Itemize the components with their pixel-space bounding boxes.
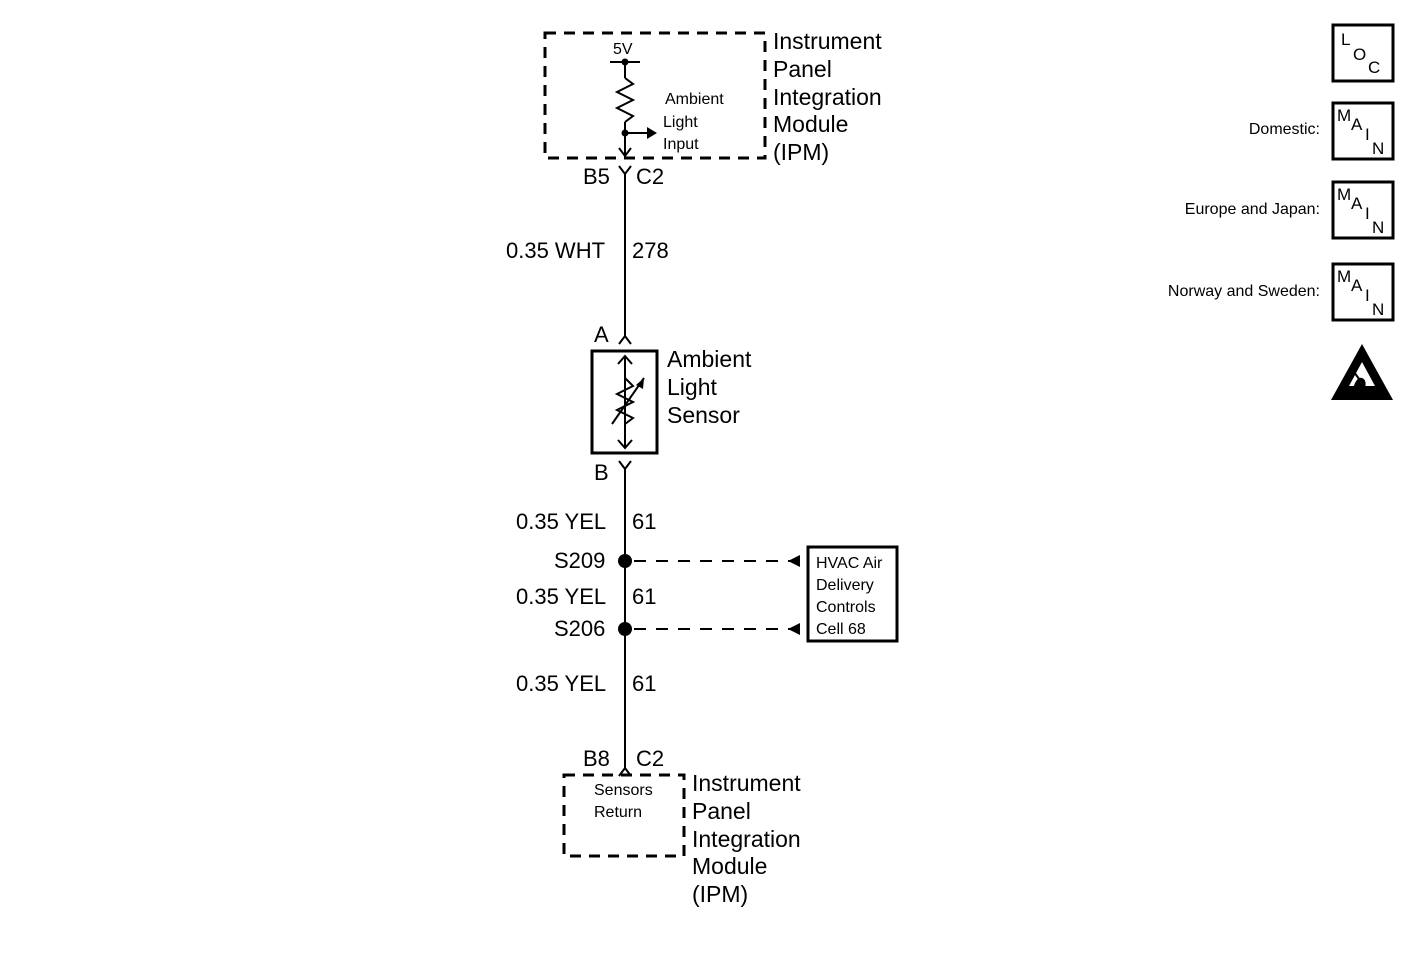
splice-s206-node xyxy=(618,622,632,636)
ambient-light-input-line3: Input xyxy=(663,136,699,153)
wire-61-circuit-3: 61 xyxy=(632,671,656,696)
legend-region-domestic: Domestic: xyxy=(1249,121,1320,138)
ipm-bottom-module: Sensors Return Instrument Panel Integrat… xyxy=(562,770,801,907)
ipm-top-title-line3: Integration xyxy=(773,84,882,110)
main-letter: I xyxy=(1365,204,1370,223)
main-letter: N xyxy=(1372,139,1384,158)
hvac-ref-line1: HVAC Air xyxy=(816,555,883,572)
ipm-bottom-title-line3: Integration xyxy=(692,826,801,852)
ambient-light-input-line2: Light xyxy=(663,114,698,131)
ref-arrow-icon xyxy=(788,623,800,635)
esd-warning-icon xyxy=(1331,344,1393,400)
main-letter: A xyxy=(1351,194,1363,213)
ref-arrow-icon xyxy=(788,555,800,567)
splice-s206: S206 xyxy=(554,616,800,641)
pin-a-label: A xyxy=(594,322,609,347)
wire-278-gauge-color: 0.35 WHT xyxy=(506,238,605,263)
legend-region-norway-sweden: Norway and Sweden: xyxy=(1168,283,1320,300)
wire-61-circuit-2: 61 xyxy=(632,584,656,609)
ambient-light-input-line1: Ambient xyxy=(665,91,724,108)
sensor-title-line3: Sensor xyxy=(667,402,740,428)
ipm-bottom-title-line1: Instrument xyxy=(692,770,801,796)
main-letter: A xyxy=(1351,115,1363,134)
ipm-top-title-line2: Panel xyxy=(773,56,832,82)
main-icon-domestic[interactable]: M A I N xyxy=(1331,101,1395,161)
wire-61-gauge-color-3: 0.35 YEL xyxy=(516,671,606,696)
hvac-ref-line2: Delivery xyxy=(816,577,874,594)
wire-278-circuit: 278 xyxy=(632,238,669,263)
hvac-ref-line4: Cell 68 xyxy=(816,621,866,638)
connector-a-icon xyxy=(618,334,632,345)
wire-61-circuit-1: 61 xyxy=(632,509,656,534)
splice-s209: S209 xyxy=(554,548,800,573)
sensor-box xyxy=(590,349,659,455)
connector-b-icon xyxy=(618,460,632,471)
splice-s209-node xyxy=(618,554,632,568)
pin-b5-label: B5 xyxy=(583,164,610,189)
main-letter: N xyxy=(1372,300,1384,319)
main-letter: M xyxy=(1337,267,1351,286)
ipm-top-box xyxy=(543,31,767,160)
main-icon-norway-sweden[interactable]: M A I N xyxy=(1331,262,1395,322)
main-letter: I xyxy=(1365,286,1370,305)
sensor-title-line2: Light xyxy=(667,374,717,400)
input-arrow-icon xyxy=(647,127,657,139)
legend-region-europe-japan: Europe and Japan: xyxy=(1185,201,1320,218)
sensors-return-line1: Sensors xyxy=(594,782,653,799)
loc-letter: O xyxy=(1353,45,1366,64)
wire-61-gauge-color-1: 0.35 YEL xyxy=(516,509,606,534)
loc-icon[interactable]: L O C xyxy=(1331,23,1395,83)
connector-b5: B5 C2 xyxy=(583,164,664,189)
main-letter: M xyxy=(1337,185,1351,204)
splice-s206-label: S206 xyxy=(554,616,605,641)
connector-c2-top-label: C2 xyxy=(636,164,664,189)
main-icon-europe-japan[interactable]: M A I N xyxy=(1331,180,1395,240)
sensors-return-line2: Return xyxy=(594,804,642,821)
main-letter: A xyxy=(1351,276,1363,295)
loc-letter: L xyxy=(1341,30,1350,49)
ipm-bottom-box xyxy=(562,773,686,858)
connector-fork-icon xyxy=(618,165,632,176)
wire-61-gauge-color-2: 0.35 YEL xyxy=(516,584,606,609)
pullup-resistor xyxy=(614,77,636,123)
ipm-top-title-line4: Module xyxy=(773,111,848,137)
pin-b8-label: B8 xyxy=(583,746,610,771)
ambient-light-sensor: A Ambient Light Sensor B xyxy=(590,322,752,485)
supply-voltage-label: 5V xyxy=(613,41,633,58)
ipm-bottom-title-line5: (IPM) xyxy=(692,881,748,907)
sensor-title-line1: Ambient xyxy=(667,346,752,372)
ipm-top-title-line5: (IPM) xyxy=(773,139,829,165)
hvac-reference[interactable]: HVAC Air Delivery Controls Cell 68 xyxy=(806,545,899,643)
main-letter: M xyxy=(1337,106,1351,125)
splice-s209-label: S209 xyxy=(554,548,605,573)
photoresistor-icon xyxy=(614,377,636,425)
pin-b-label: B xyxy=(594,460,609,485)
loc-letter: C xyxy=(1368,58,1380,77)
main-letter: I xyxy=(1365,125,1370,144)
hvac-reference-box[interactable] xyxy=(806,545,899,643)
ipm-bottom-title-line4: Module xyxy=(692,853,767,879)
ipm-top-module: 5V Ambient Light Input Instrument Panel … xyxy=(543,28,882,165)
main-letter: N xyxy=(1372,218,1384,237)
connector-b8: B8 C2 xyxy=(583,746,664,777)
ipm-top-title-line1: Instrument xyxy=(773,28,882,54)
ipm-bottom-title-line2: Panel xyxy=(692,798,751,824)
connector-c2-bottom-label: C2 xyxy=(636,746,664,771)
connector-fork-icon xyxy=(618,766,632,777)
hvac-ref-line3: Controls xyxy=(816,599,876,616)
